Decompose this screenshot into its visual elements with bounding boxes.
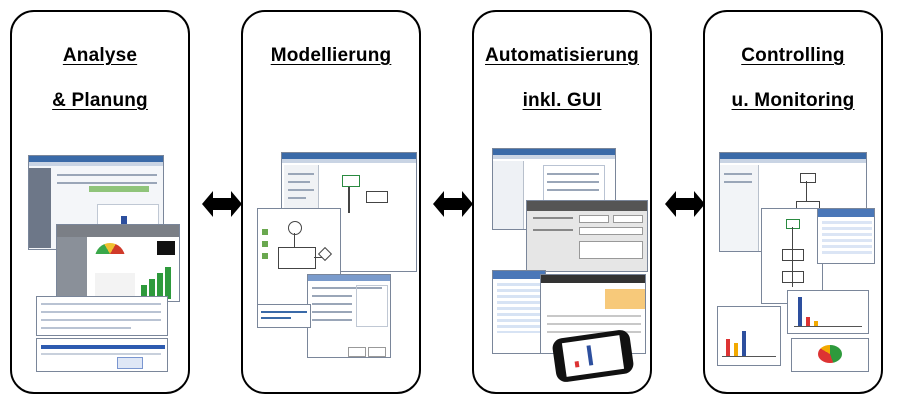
panel-title: Modellierung bbox=[270, 45, 392, 66]
panel-analyse-planung: Analyse & Planung bbox=[10, 10, 190, 394]
panel-subtitle: u. Monitoring bbox=[731, 90, 855, 111]
panel-subtitle: inkl. GUI bbox=[522, 90, 602, 111]
double-arrow-icon bbox=[665, 191, 705, 217]
panel-modellierung: Modellierung bbox=[241, 10, 421, 394]
panel-subtitle: & Planung bbox=[52, 90, 148, 111]
screenshot-form-gui bbox=[526, 200, 648, 272]
screenshot-bar-chart bbox=[717, 306, 781, 366]
screenshot-process-flow bbox=[761, 208, 823, 304]
screenshot-list bbox=[36, 338, 168, 372]
panel-title: Automatisierung bbox=[485, 45, 639, 66]
panel-title: Analyse bbox=[62, 45, 138, 66]
smartphone-image bbox=[551, 328, 635, 384]
screenshot-properties-dialog bbox=[307, 274, 391, 358]
screenshot-data-grid bbox=[492, 270, 546, 354]
screenshot-column-chart bbox=[787, 290, 869, 334]
screenshot-kpi-table bbox=[817, 208, 875, 264]
panel-title: Controlling bbox=[741, 45, 845, 66]
double-arrow-icon bbox=[433, 191, 473, 217]
panel-automatisierung: Automatisierung inkl. GUI bbox=[472, 10, 652, 394]
screenshot-kpi-cockpit bbox=[56, 224, 180, 302]
double-arrow-icon bbox=[202, 191, 242, 217]
screenshot-pie-chart bbox=[791, 338, 869, 372]
screenshot-footer-panel bbox=[257, 304, 311, 328]
screenshot-table bbox=[36, 296, 168, 336]
panel-controlling-monitoring: Controlling u. Monitoring bbox=[703, 10, 883, 394]
